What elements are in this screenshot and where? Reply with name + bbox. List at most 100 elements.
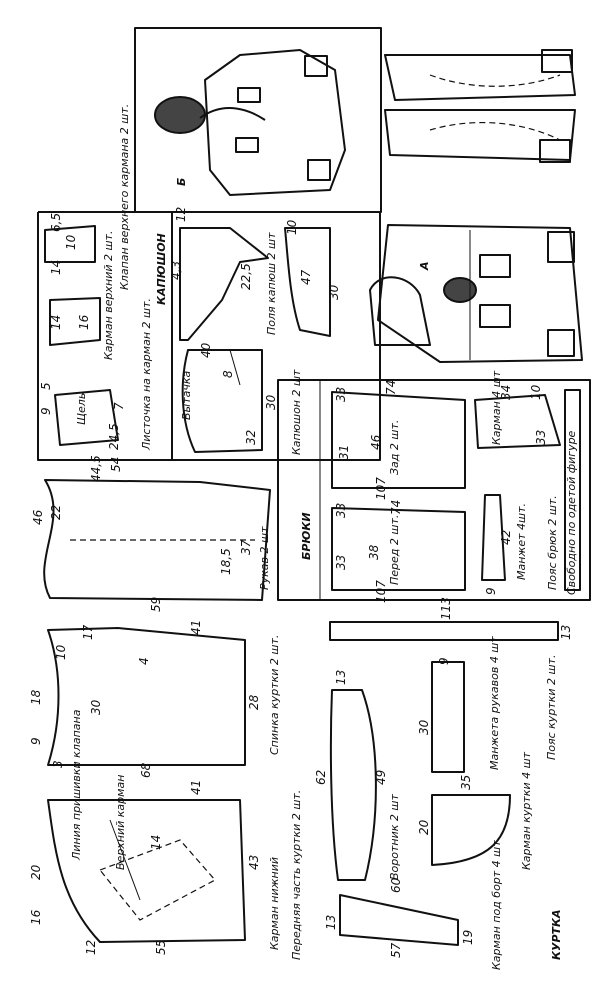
label-sleeve-cuff: Манжета рукавов 4 шт bbox=[488, 636, 501, 770]
slit-pocket-piece bbox=[54, 389, 119, 446]
dim: 68 bbox=[139, 762, 153, 778]
label-pants-belt: Пояс брюк 2 шт. bbox=[546, 495, 559, 590]
dim: 10 bbox=[54, 644, 68, 660]
dim: 20 bbox=[417, 819, 431, 835]
figure-b-jacket bbox=[154, 49, 346, 196]
hood-piece-top bbox=[179, 227, 269, 341]
hood-piece-main bbox=[181, 349, 263, 453]
section-hood: КАПЮШОН bbox=[155, 233, 168, 305]
dim: 107 bbox=[374, 477, 388, 500]
label-hood-part: Капюшон 2 шт bbox=[290, 369, 303, 455]
dim: 13 bbox=[324, 915, 338, 930]
label-jacket-pocket: Карман куртки 4 шт bbox=[520, 751, 533, 870]
dim: 14 bbox=[49, 260, 63, 275]
dim: 113 bbox=[439, 597, 453, 620]
dim: 33 bbox=[334, 555, 348, 570]
belt-strip bbox=[329, 621, 559, 641]
collar-piece bbox=[329, 689, 377, 881]
dim: 60 bbox=[389, 877, 403, 893]
dim: 3 bbox=[51, 760, 65, 768]
pants-belt-piece bbox=[564, 389, 581, 591]
label-hood-dart: Вытачка bbox=[180, 370, 193, 420]
dim: 38 bbox=[367, 544, 381, 560]
dim: 22,5 bbox=[239, 263, 253, 290]
dim: 10 bbox=[64, 234, 78, 250]
sleeve-cuff-piece bbox=[431, 661, 465, 773]
dim: 41 bbox=[189, 780, 203, 795]
dim: 18,5 bbox=[219, 548, 233, 575]
dim: 16 bbox=[77, 314, 91, 330]
dim: 31 bbox=[337, 445, 351, 460]
label-pants-pocket: Карман 4 шт bbox=[490, 370, 503, 445]
dim: 9 bbox=[39, 407, 53, 415]
dim: 22 bbox=[49, 505, 63, 520]
dim: 4 bbox=[137, 657, 151, 665]
dim: 14 bbox=[149, 835, 163, 850]
dim: 4,3 bbox=[169, 261, 183, 280]
label-hood-brim: Поля капюш 2 шт bbox=[265, 232, 278, 335]
dim: 74 bbox=[389, 500, 403, 515]
dim: 12 bbox=[174, 207, 188, 222]
upper-pocket-piece bbox=[49, 297, 101, 346]
dim: 8 bbox=[221, 370, 235, 378]
dim: 41 bbox=[189, 620, 203, 635]
label-upper-pocket-b: Карман верхний 2 шт. bbox=[102, 231, 115, 360]
label-front-part: Передняя часть куртки 2 шт. bbox=[290, 790, 303, 960]
dim: 32 bbox=[244, 430, 258, 445]
pants-pocket-piece bbox=[474, 394, 561, 449]
label-back-part: Спинка куртки 2 шт. bbox=[268, 635, 281, 755]
pants-front-piece bbox=[331, 507, 466, 591]
label-lower-pocket-a: Карман нижний bbox=[268, 857, 281, 950]
figure-a-jacket bbox=[369, 224, 583, 363]
label-pants-back: Зад 2 шт. bbox=[388, 420, 401, 475]
dim: 24,5 bbox=[107, 423, 121, 450]
label-flap: Клапан верхнего кармана 2 шт. bbox=[118, 104, 131, 290]
label-pants-front: Перед 2 шт. bbox=[388, 515, 401, 585]
pants-cuff-piece bbox=[481, 494, 506, 581]
dim: 5 bbox=[39, 382, 53, 390]
jacket-back-piece bbox=[47, 627, 246, 766]
figure-a-letter: А bbox=[418, 261, 431, 271]
dim: 57 bbox=[389, 942, 403, 958]
label-jacket-belt: Пояс куртки 2 шт. bbox=[545, 655, 558, 760]
sleeve-piece bbox=[43, 479, 271, 601]
dim: 30 bbox=[89, 699, 103, 715]
pants-frame bbox=[277, 379, 591, 601]
dim: 42 bbox=[499, 530, 513, 545]
label-slit-word: Щель bbox=[75, 393, 88, 425]
flap-piece bbox=[44, 225, 96, 263]
dim: 46 bbox=[369, 434, 383, 450]
figure-b-letter: Б bbox=[175, 178, 188, 186]
dim: 20 bbox=[29, 864, 43, 880]
hood-brim bbox=[284, 227, 331, 337]
dim: 12 bbox=[84, 940, 98, 955]
label-sleeve: Рукав 2 шт. bbox=[258, 523, 271, 590]
dim: 10 bbox=[529, 384, 543, 400]
dim: 18 bbox=[29, 689, 43, 705]
dim: 9 bbox=[484, 587, 498, 595]
label-placket-pocket: Карман под борт 4 шт bbox=[490, 840, 503, 970]
dim: 6,5 bbox=[49, 213, 63, 232]
dim: 46 bbox=[31, 509, 45, 525]
hood-frame bbox=[37, 211, 381, 461]
dim: 47 bbox=[299, 269, 313, 285]
label-upper-pocket-a: Верхний карман bbox=[114, 775, 127, 870]
figure-b-pants bbox=[384, 49, 576, 163]
dim: 14 bbox=[49, 315, 63, 330]
dim: 35 bbox=[459, 775, 473, 790]
label-collar: Воротник 2 шт bbox=[388, 794, 401, 880]
section-pants: БРЮКИ bbox=[300, 512, 313, 560]
dim: 19 bbox=[461, 930, 475, 945]
dim: 28 bbox=[247, 694, 261, 710]
dim: 59 bbox=[149, 597, 163, 612]
dim: 30 bbox=[327, 284, 341, 300]
dim: 107 bbox=[374, 580, 388, 603]
dim: 55 bbox=[154, 940, 168, 955]
dim: 74 bbox=[384, 380, 398, 395]
dim: 62 bbox=[314, 770, 328, 785]
dim: 17 bbox=[81, 624, 95, 640]
dim: 33 bbox=[334, 503, 348, 518]
dim: 10 bbox=[285, 219, 299, 235]
dim: 33 bbox=[534, 430, 548, 445]
